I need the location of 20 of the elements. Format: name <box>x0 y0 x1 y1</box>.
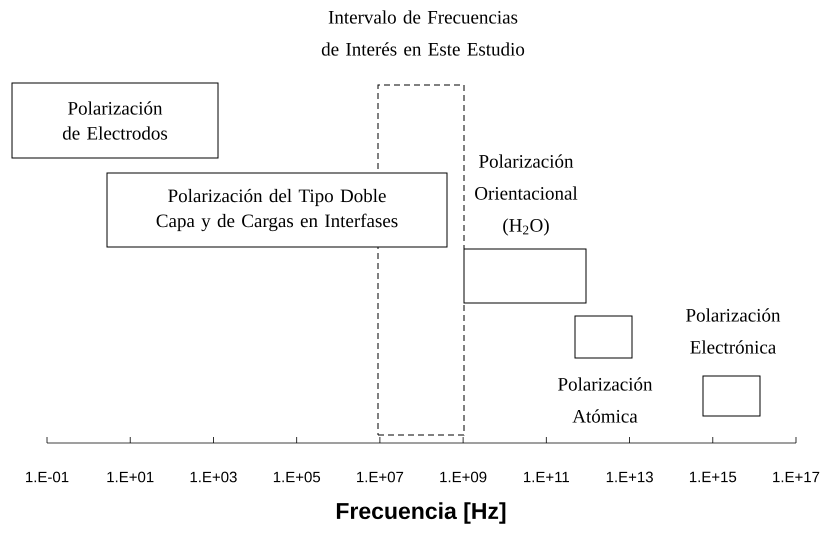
range-bar <box>464 248 586 304</box>
range-label: Polarización Electrónica <box>686 308 780 354</box>
range-label: Polarización Orientacional (H$_{2}$O) <box>475 154 578 236</box>
tick-label: 1.E+05 <box>274 472 320 482</box>
range-bar <box>702 376 760 416</box>
axis-title: Frecuencia [Hz] <box>336 502 506 524</box>
tick-label: 1.E+09 <box>440 472 486 482</box>
tick-label: 1.E+07 <box>357 472 404 482</box>
tick-label: 1.E+17 <box>773 472 820 482</box>
range-bar <box>574 316 632 358</box>
tick-label: 1.E-01 <box>26 472 68 482</box>
range-label: Intervalo de Frecuencias de Interés en Este Estudio <box>322 10 524 56</box>
tick-label: 1.E+11 <box>524 472 569 482</box>
label-box: Polarización del Tipo Doble Capa y de Cargas en Interfases <box>106 172 448 248</box>
label-box: Polarización de Electrodos <box>12 82 218 158</box>
tick-label: 1.E+15 <box>690 472 736 482</box>
tick-label: 1.E+13 <box>606 472 653 482</box>
tick-label: 1.E+01 <box>107 472 154 482</box>
tick-label: 1.E+03 <box>190 472 237 482</box>
range-label: Polarización Atómica <box>558 377 652 423</box>
